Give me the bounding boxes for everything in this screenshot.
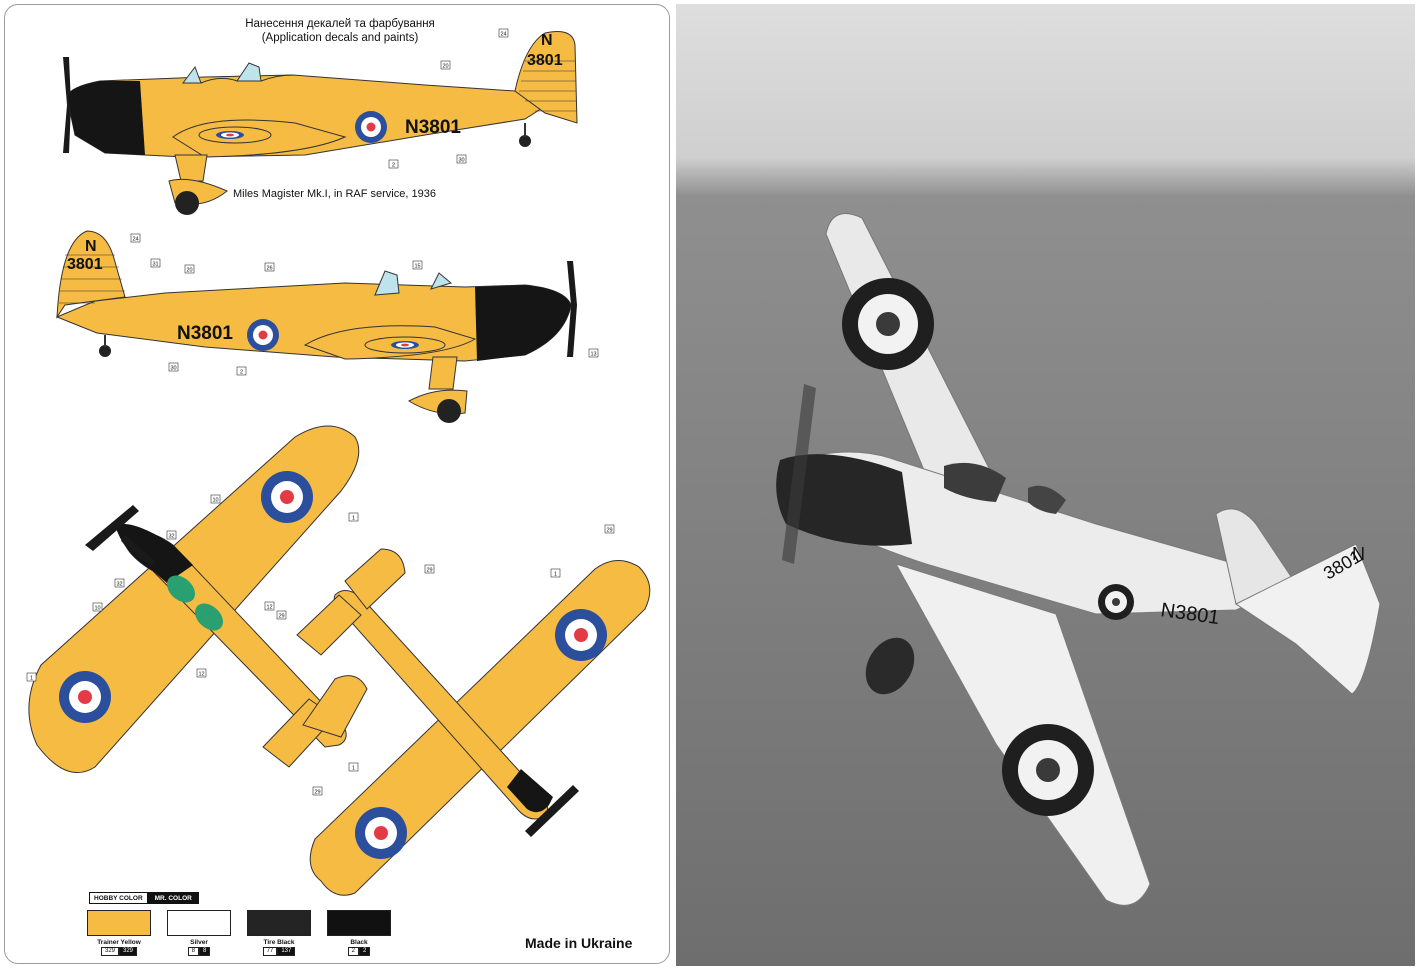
top-view bbox=[28, 425, 368, 774]
callout-marker: 12 bbox=[264, 601, 275, 611]
callout-marker: 24 bbox=[130, 233, 141, 242]
callout-marker: 2 bbox=[236, 366, 247, 376]
callout-marker: 1 bbox=[348, 512, 359, 522]
callout-marker: 2 bbox=[388, 159, 399, 168]
callout-number: 1 bbox=[554, 571, 557, 577]
swatch-label: Tire Black bbox=[263, 939, 295, 946]
callout-number: 29 bbox=[606, 527, 612, 533]
swatch-label: Trainer Yellow bbox=[97, 939, 141, 946]
callout-number: 1 bbox=[30, 675, 33, 681]
sheet-title: Нанесення декалей та фарбування (Applica… bbox=[215, 17, 465, 45]
callout-number: 10 bbox=[94, 605, 100, 611]
side-view-left bbox=[63, 31, 578, 215]
side2-tail-letter: N bbox=[85, 238, 97, 255]
swatch-label: Black bbox=[350, 939, 368, 946]
title-ukrainian: Нанесення декалей та фарбування bbox=[245, 18, 435, 30]
bottom-view bbox=[296, 548, 651, 896]
tab-mr-color: MR. COLOR bbox=[147, 892, 199, 904]
made-in-label: Made in Ukraine bbox=[525, 935, 633, 951]
callout-number: 26 bbox=[266, 265, 272, 271]
callout-number: 20 bbox=[442, 63, 448, 69]
callout-number: 24 bbox=[500, 31, 506, 37]
callout-marker: 1 bbox=[26, 672, 37, 682]
callout-number: 24 bbox=[132, 236, 138, 242]
hobby-code: 8 bbox=[187, 947, 199, 956]
callout-marker: 10 bbox=[92, 602, 103, 612]
callout-marker: 1 bbox=[348, 762, 359, 772]
callout-number: 29 bbox=[426, 567, 432, 573]
side1-tail-letter: N bbox=[541, 32, 553, 49]
swatch-label: Silver bbox=[190, 939, 208, 946]
historical-photo: N3801 N 3801 bbox=[676, 4, 1415, 966]
aircraft-drawings: N3801 N 3801 N3801 N 3801 24202302431202… bbox=[26, 28, 651, 896]
callout-number: 31 bbox=[152, 261, 158, 267]
swatch-chip bbox=[327, 910, 391, 936]
callout-number: 2 bbox=[240, 369, 243, 375]
callout-number: 30 bbox=[170, 365, 176, 371]
callout-number: 13 bbox=[590, 351, 596, 357]
callout-number: 2 bbox=[392, 162, 395, 168]
title-english: (Application decals and paints) bbox=[261, 32, 419, 44]
side2-tail-number: 3801 bbox=[67, 256, 103, 273]
callout-marker: 32 bbox=[114, 578, 125, 588]
mr-code: 8 bbox=[199, 947, 211, 956]
hobby-code: 329 bbox=[100, 947, 119, 956]
tab-hobby-color: HOBBY COLOR bbox=[89, 892, 148, 904]
callout-number: 32 bbox=[116, 581, 122, 587]
hobby-code: 2 bbox=[347, 947, 359, 956]
callout-marker: 29 bbox=[424, 564, 435, 574]
callout-number: 29 bbox=[314, 789, 320, 795]
callout-marker: 31 bbox=[150, 258, 161, 268]
aircraft-caption: Miles Magister Mk.I, in RAF service, 193… bbox=[233, 188, 436, 200]
callout-number: 10 bbox=[212, 497, 218, 503]
side2-registration: N3801 bbox=[177, 323, 233, 344]
callout-number: 30 bbox=[458, 157, 464, 163]
callout-number: 12 bbox=[198, 671, 204, 677]
callout-marker: 29 bbox=[276, 610, 287, 620]
callout-markers: 24 20 2 30 24 31 20 26 15 13 30 2 10 1 32 32 10 12 12 1 29 29… bbox=[26, 28, 615, 796]
aircraft-photo: N3801 N 3801 bbox=[676, 4, 1415, 966]
callout-marker: 29 bbox=[312, 786, 323, 796]
mr-code: 2 bbox=[359, 947, 371, 956]
callout-marker: 20 bbox=[440, 60, 451, 69]
callout-marker: 29 bbox=[604, 524, 615, 534]
callout-marker: 1 bbox=[550, 568, 561, 578]
callout-marker: 15 bbox=[412, 260, 423, 270]
photo-tail-letter: N bbox=[1352, 544, 1365, 564]
swatch-chip bbox=[87, 910, 151, 936]
instruction-sheet: Нанесення декалей та фарбування (Applica… bbox=[4, 4, 670, 964]
callout-number: 1 bbox=[352, 515, 355, 521]
mr-code: 137 bbox=[277, 947, 296, 956]
hobby-code: 77 bbox=[262, 947, 278, 956]
callout-marker: 20 bbox=[184, 264, 195, 274]
callout-marker: 30 bbox=[456, 154, 467, 163]
callout-number: 20 bbox=[186, 267, 192, 273]
callout-marker: 12 bbox=[196, 668, 207, 678]
side1-tail-number: 3801 bbox=[527, 52, 563, 69]
callout-number: 29 bbox=[278, 613, 284, 619]
callout-marker: 10 bbox=[210, 494, 221, 504]
side1-registration: N3801 bbox=[405, 117, 461, 138]
swatch-chip bbox=[167, 910, 231, 936]
callout-marker: 30 bbox=[168, 362, 179, 372]
callout-marker: 26 bbox=[264, 262, 275, 272]
callout-marker: 13 bbox=[588, 348, 599, 358]
swatch-chip bbox=[247, 910, 311, 936]
callout-number: 15 bbox=[414, 263, 420, 269]
color-legend-tabs: HOBBY COLOR MR. COLOR bbox=[89, 892, 199, 904]
callout-number: 32 bbox=[168, 533, 174, 539]
callout-marker: 32 bbox=[166, 530, 177, 540]
mr-code: 329 bbox=[119, 947, 138, 956]
side-view-right bbox=[55, 230, 577, 423]
callout-number: 1 bbox=[352, 765, 355, 771]
callout-marker: 24 bbox=[498, 28, 509, 38]
callout-number: 12 bbox=[266, 604, 272, 610]
